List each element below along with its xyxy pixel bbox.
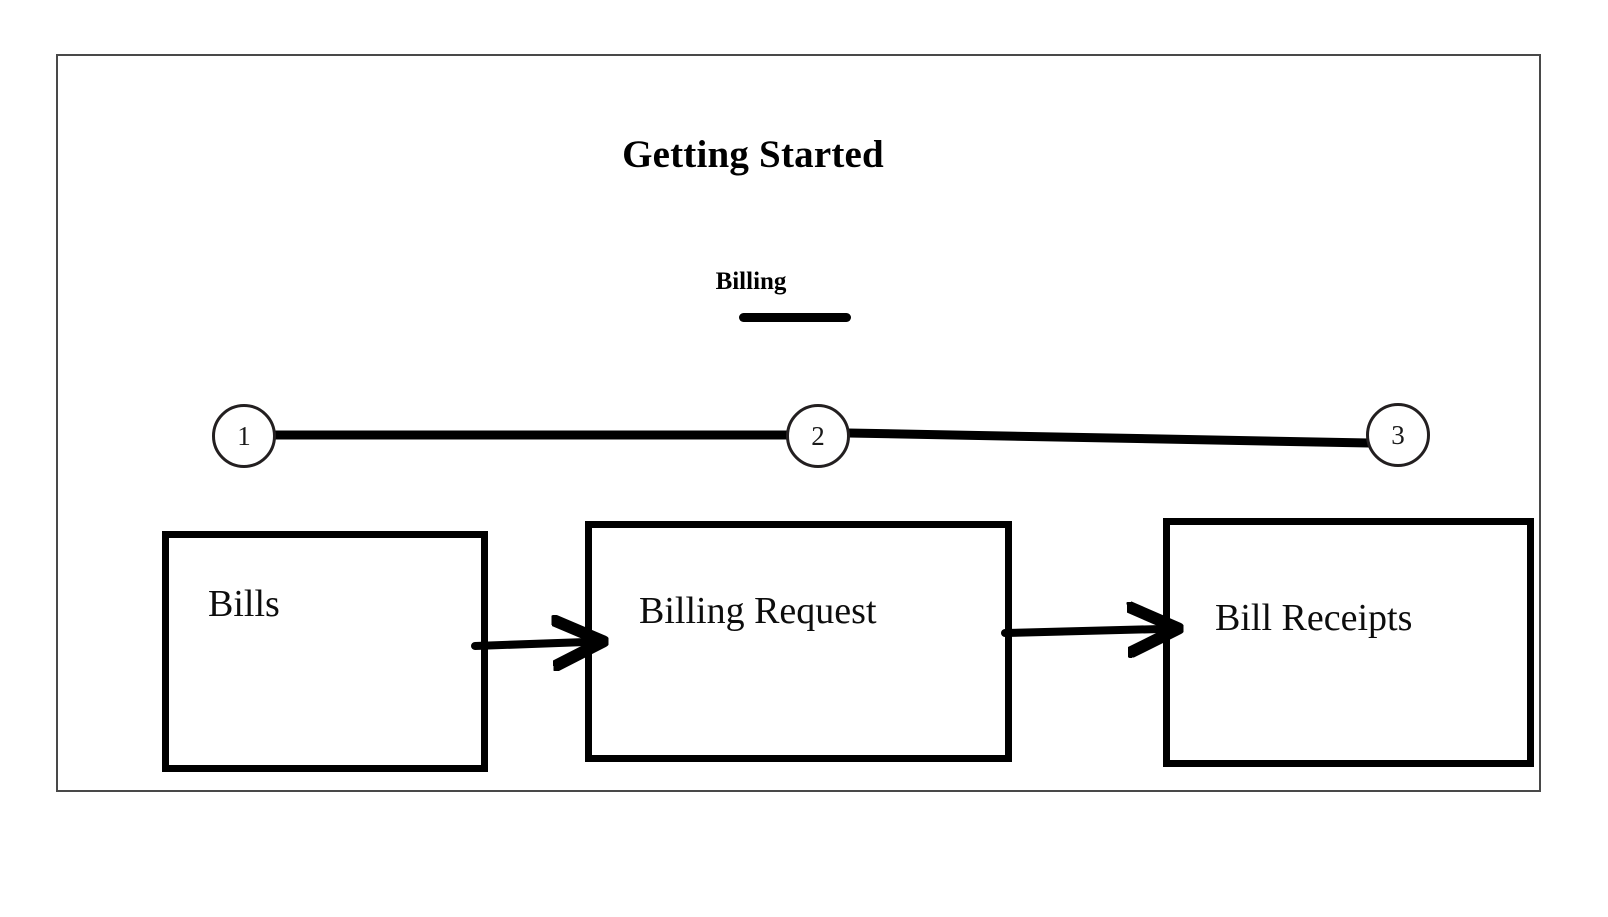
arrow-billing-request-to-bill-receipts — [1001, 629, 1161, 633]
node-label-billing-request: Billing Request — [639, 590, 877, 632]
step-marker-1[interactable]: 1 — [212, 404, 276, 468]
step-marker-2-number: 2 — [811, 420, 825, 451]
step-marker-3[interactable]: 3 — [1366, 403, 1430, 467]
node-box-bills[interactable] — [162, 531, 488, 772]
section-heading-billing: Billing — [715, 268, 787, 295]
node-box-billing-request[interactable] — [585, 521, 1012, 762]
flow-arrows — [471, 56, 1608, 917]
step-marker-2[interactable]: 2 — [786, 404, 850, 468]
section-heading-underline — [739, 313, 851, 322]
step-marker-1-number: 1 — [237, 420, 251, 451]
arrow-bills-to-billing-request — [471, 642, 586, 646]
step-track — [266, 428, 1374, 448]
step-marker-3-number: 3 — [1391, 419, 1405, 450]
node-label-bills: Bills — [208, 583, 280, 625]
page-title: Getting Started — [622, 133, 884, 176]
node-box-bill-receipts[interactable] — [1163, 518, 1534, 767]
node-label-bill-receipts: Bill Receipts — [1215, 597, 1413, 639]
diagram-frame: Getting Started Billing 1 2 3 Bills Bill… — [56, 54, 1541, 792]
